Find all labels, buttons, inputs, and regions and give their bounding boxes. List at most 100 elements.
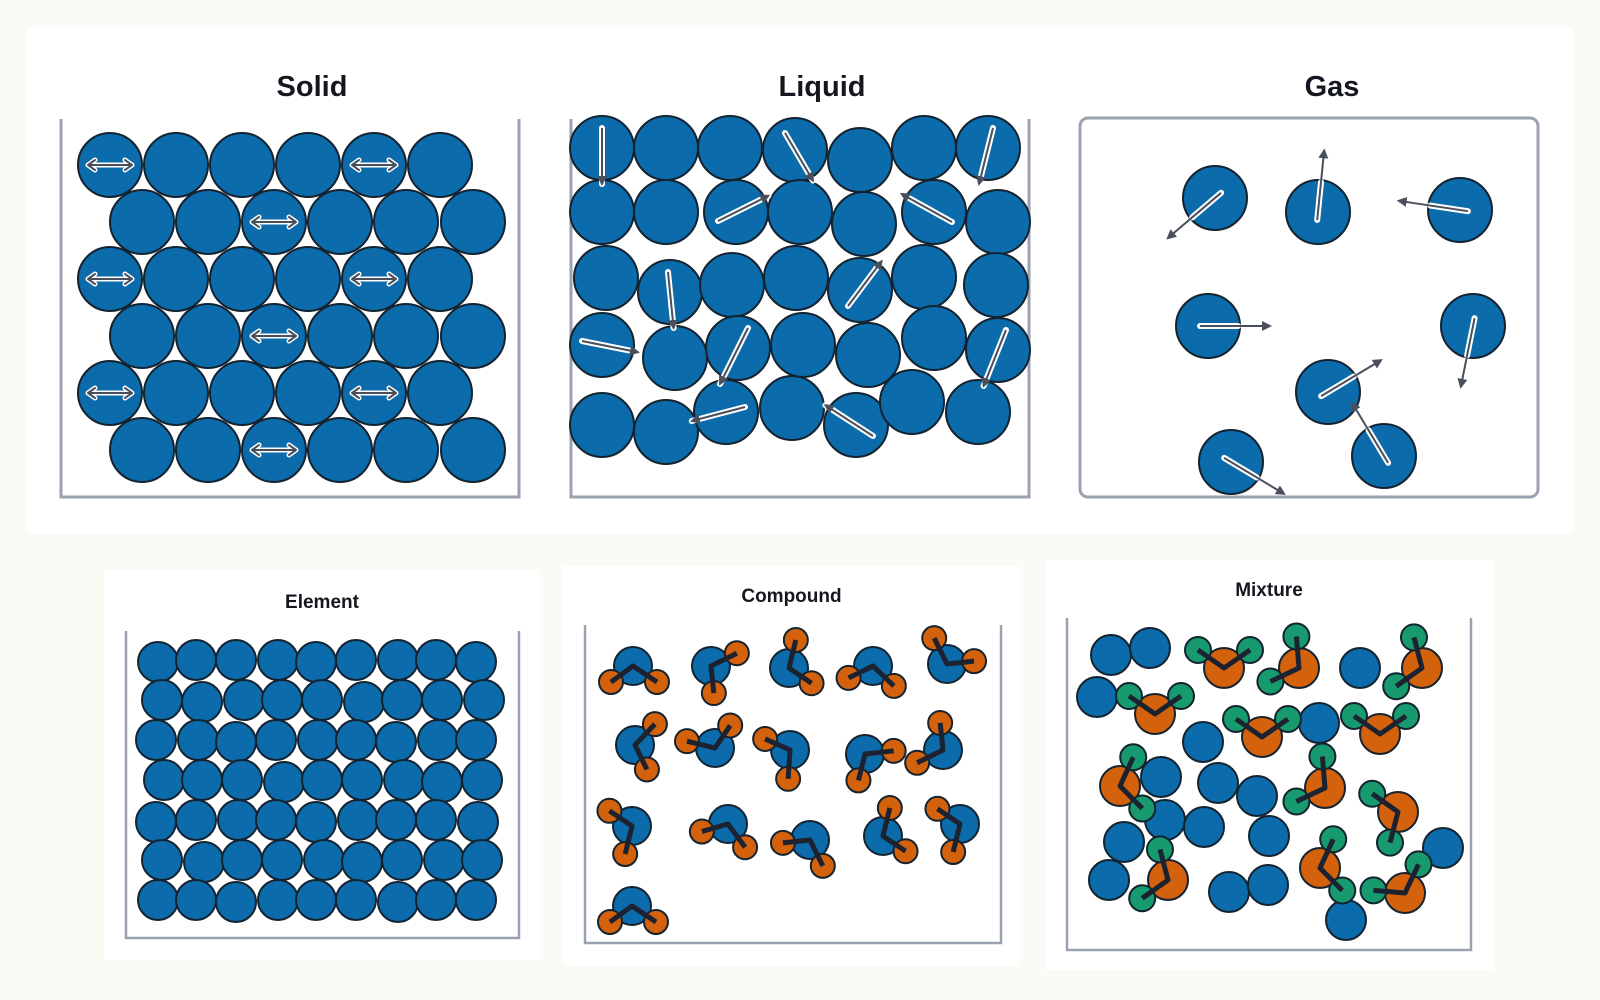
element-atom [457, 801, 499, 843]
element-atom [341, 841, 383, 883]
element-title: Element [285, 592, 359, 613]
solid-particles [77, 132, 506, 483]
solid-particle [143, 360, 209, 426]
element-atom [181, 759, 223, 801]
compound-container [583, 625, 1003, 945]
solid-particle [407, 246, 473, 312]
motion-arrow [899, 193, 953, 223]
element-atom [335, 879, 377, 921]
motion-arrow [581, 340, 640, 356]
solid-particle [209, 246, 275, 312]
mixture-atom [1088, 859, 1130, 901]
mixture-container [1065, 618, 1473, 952]
vibration-arrow [87, 387, 133, 399]
motion-arrow [823, 404, 874, 437]
element-atom [135, 801, 177, 843]
vibration-arrow [351, 159, 397, 171]
mixture-atom [1090, 634, 1132, 676]
compound-molecule-bond [786, 639, 813, 686]
motion-arrow [981, 329, 1007, 388]
motion-arrow [1223, 457, 1286, 495]
motion-arrow [1457, 317, 1476, 389]
liquid-particle [891, 115, 957, 181]
liquid-particle [763, 245, 829, 311]
mixture-title: Mixture [1235, 580, 1303, 601]
element-atom [217, 799, 259, 841]
element-atom [375, 721, 417, 763]
element-atom [455, 719, 497, 761]
compound-molecule-bond [608, 903, 658, 925]
solid-particle [307, 417, 373, 483]
mixture-atom [1182, 721, 1224, 763]
element-atom [215, 881, 257, 923]
element-atom [455, 879, 497, 921]
mixture-molecule-bond [1127, 693, 1183, 717]
element-atom [335, 639, 377, 681]
element-atom [143, 759, 185, 801]
solid-particle [175, 417, 241, 483]
compound-molecule-bond [701, 821, 748, 849]
mixture-molecule-bond [1394, 636, 1425, 689]
motion-arrow [1396, 197, 1469, 213]
element-atom [261, 679, 303, 721]
solid-container [59, 119, 521, 499]
compound-molecule-bond [916, 722, 946, 766]
compound-molecule-bond [764, 736, 793, 779]
solid-particle [143, 132, 209, 198]
element-atom [255, 719, 297, 761]
compound-molecule-bond [708, 650, 738, 694]
element-atom [377, 639, 419, 681]
element-atom [421, 679, 463, 721]
liquid-particle [879, 369, 945, 435]
solid-title: Solid [276, 71, 348, 103]
element-atom [183, 841, 225, 883]
element-atom [175, 639, 217, 681]
mixture-molecule-bond [1234, 716, 1290, 740]
mixture-atom [1247, 864, 1289, 906]
motion-arrow [976, 127, 994, 186]
element-atom [221, 759, 263, 801]
motion-arrow [784, 132, 815, 183]
solid-particle [373, 189, 439, 255]
liquid-particle [699, 252, 765, 318]
liquid-particle [569, 392, 635, 458]
mixture-molecule-bond [1140, 848, 1171, 901]
element-atom [337, 799, 379, 841]
element-atom [295, 879, 337, 921]
vibration-arrow [251, 330, 297, 342]
motion-arrow [1166, 192, 1222, 240]
motion-arrow [1320, 359, 1383, 397]
liquid-particle [965, 189, 1031, 255]
element-atom [423, 839, 465, 881]
compound-molecule-bond [936, 806, 963, 853]
compound-molecule-bond [686, 724, 733, 751]
solid-particle [209, 132, 275, 198]
liquid-particle [831, 191, 897, 257]
motion-arrow [717, 194, 771, 222]
liquid-container [569, 119, 1031, 499]
vibration-arrow [351, 273, 397, 285]
element-atom [215, 721, 257, 763]
element-atom [263, 761, 305, 803]
element-atom [381, 839, 423, 881]
solid-particle [175, 189, 241, 255]
solid-particle [275, 360, 341, 426]
solid-particle [407, 360, 473, 426]
containers [59, 116, 1540, 952]
mixture-atom [1422, 827, 1464, 869]
mixture-atom [1325, 899, 1367, 941]
liquid-particle [901, 305, 967, 371]
motion-arrow [1351, 401, 1389, 464]
element-atom [417, 719, 459, 761]
solid-particle [109, 189, 175, 255]
element-atom [215, 639, 257, 681]
element-atom [375, 799, 417, 841]
element-atom [175, 799, 217, 841]
element-atom [343, 681, 385, 723]
mixture-atom [1339, 647, 1381, 689]
element-atom [261, 839, 303, 881]
liquid-particle [569, 179, 635, 245]
motion-arrow [847, 259, 883, 307]
compound-molecule-bond [632, 722, 657, 771]
